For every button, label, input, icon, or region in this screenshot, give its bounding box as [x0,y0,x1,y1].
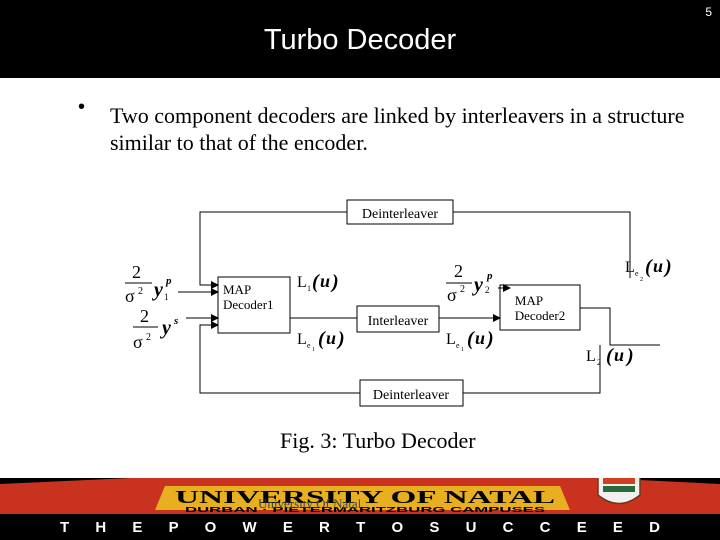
svg-text:u: u [320,271,330,291]
svg-text:σ: σ [125,286,135,306]
svg-text:e: e [307,341,311,350]
svg-text:2: 2 [146,332,151,343]
university-crest-icon [597,478,641,505]
svg-text:e: e [635,269,639,278]
interleaver-label: Interleaver [368,314,429,329]
svg-text:y: y [160,317,171,339]
input-y1p-expression: 2 σ 2 y p 1 [125,262,172,306]
map-decoder2-line1: MAP [515,293,543,308]
svg-text:2: 2 [460,284,465,295]
svg-text:1: 1 [164,292,169,302]
label-l2-u: L 2 ( u ) [586,345,634,367]
svg-text:y: y [472,274,483,296]
svg-text:2: 2 [132,262,141,282]
interleaver-box [356,305,440,333]
svg-text:p: p [486,270,493,282]
label-l1-u: L 1 ( u ) [297,271,339,293]
svg-text:L: L [297,274,307,291]
university-banner: UNIVERSITY OF NATAL DURBAN · PIETERMARIT… [0,478,720,540]
svg-text:): ) [663,256,672,278]
svg-text:1: 1 [461,347,464,353]
banner-gold-band [155,486,570,510]
svg-text:s: s [173,315,178,327]
svg-text:): ) [485,328,494,350]
svg-text:L: L [625,259,635,276]
svg-text:u: u [653,256,663,276]
svg-text:σ: σ [447,285,457,305]
map-decoder1-line1: MAP [223,282,251,297]
svg-text:(: ( [606,345,614,367]
deinterleaver-bottom-label: Deinterleaver [373,388,450,403]
banner-university-name: UNIVERSITY OF NATAL [175,487,555,507]
svg-text:2: 2 [597,358,601,367]
svg-text:): ) [336,328,345,350]
svg-text:u: u [614,345,624,365]
footer-university-name: University Of Natal [258,496,362,511]
svg-text:1: 1 [312,347,315,353]
map-decoder1-line2: Decoder1 [223,297,274,312]
input-ys-expression: 2 σ 2 y s [133,306,178,352]
label-le1-u-right: L e 1 ( u ) [446,328,494,353]
svg-text:L: L [586,348,596,365]
svg-text:σ: σ [133,332,143,352]
svg-text:(: ( [645,256,653,278]
svg-text:2: 2 [138,286,143,297]
svg-text:y: y [152,279,163,301]
map-decoder2-line2: Decoder2 [515,308,566,323]
svg-text:(: ( [467,328,475,350]
label-le1-u-left: L e 1 ( u ) [297,328,345,353]
svg-text:): ) [330,271,339,293]
label-le2-u: L e 2 ( u ) [625,256,672,283]
signal-lines [125,211,660,394]
svg-text:e: e [456,341,460,350]
svg-text:u: u [326,328,336,348]
svg-text:2: 2 [640,277,643,283]
svg-text:2: 2 [140,306,149,326]
bullet-dot: • [78,96,86,118]
figure-caption: Fig. 3: Turbo Decoder [280,428,476,453]
svg-text:L: L [446,331,456,348]
page-number: 5 [705,5,712,19]
title-bar [0,0,720,78]
svg-text:2: 2 [454,261,463,281]
svg-text:): ) [625,345,634,367]
input-y2p-expression: 2 σ 2 y p 2 [447,261,493,305]
deinterleaver-top-label: Deinterleaver [362,207,439,222]
bullet-text: Two component decoders are linked by int… [110,103,685,155]
svg-text:(: ( [312,271,320,293]
svg-text:u: u [475,328,485,348]
svg-text:p: p [165,275,172,287]
slide-title: Turbo Decoder [263,24,457,56]
svg-text:L: L [297,331,307,348]
turbo-decoder-diagram: Deinterleaver MAP Decoder1 Interleaver M… [125,199,672,407]
svg-text:1: 1 [307,284,311,293]
map-decoder1-box [217,276,291,334]
deinterleaver-top-box [346,199,454,225]
svg-text:(: ( [318,328,326,350]
banner-motto: T H E P O W E R T O S U C C E E D [60,519,660,536]
svg-text:2: 2 [485,285,490,295]
banner-campuses: DURBAN · PIETERMARITZBURG CAMPUSES [185,507,546,514]
